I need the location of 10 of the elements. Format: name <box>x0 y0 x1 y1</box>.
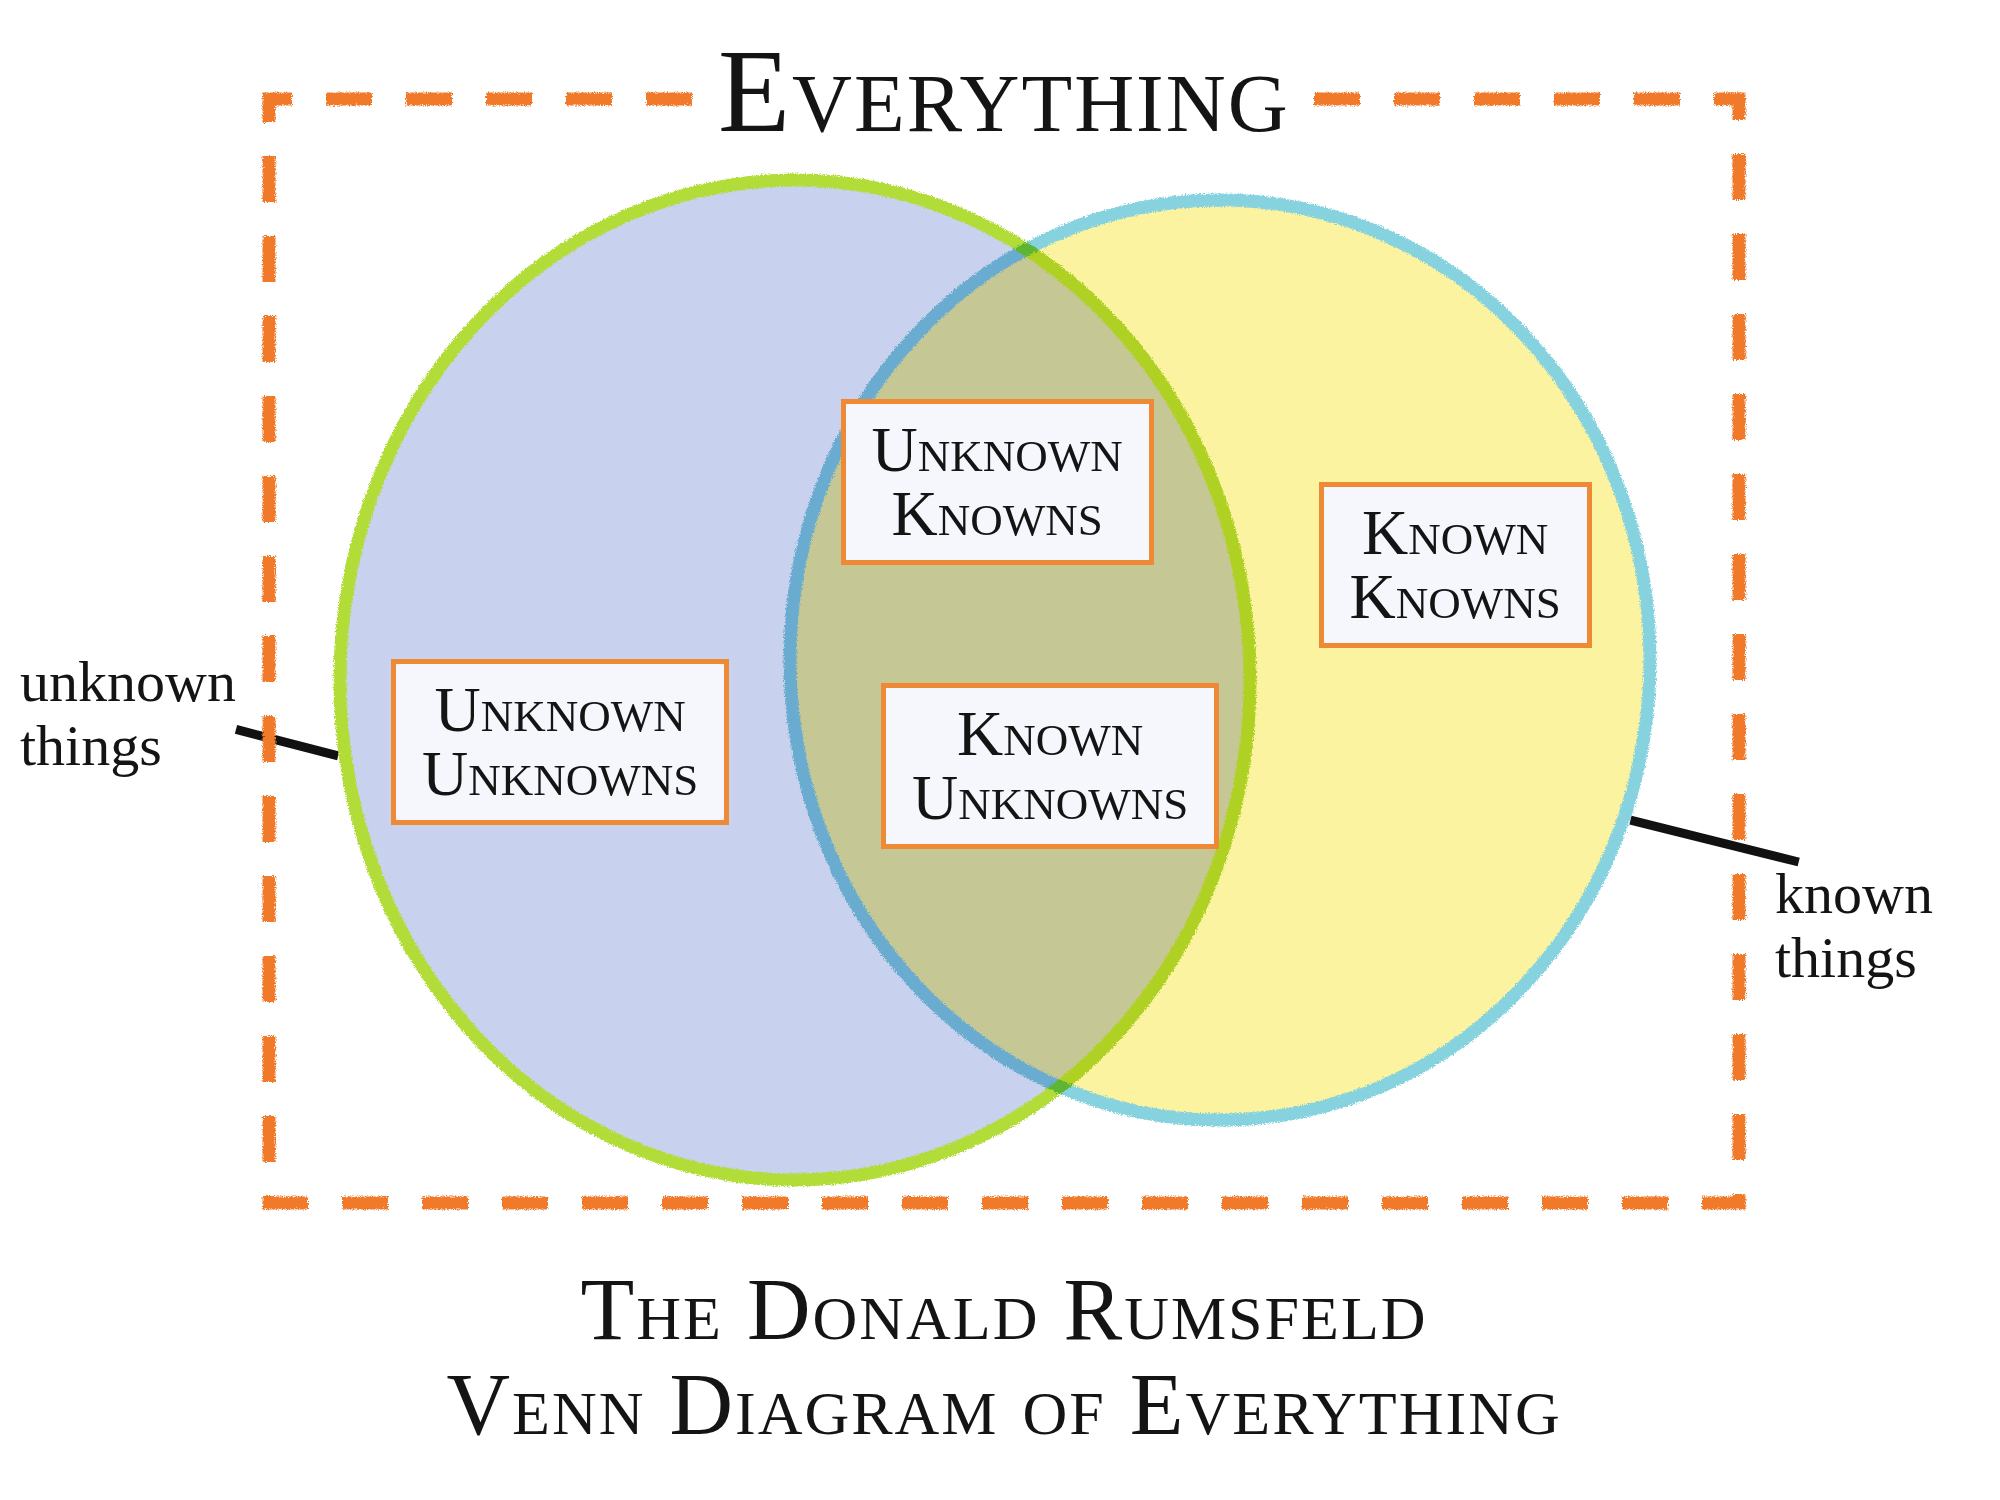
diagram-title: The Donald Rumsfeld Venn Diagram of Everything <box>446 1262 1562 1453</box>
region-label: Unknown Unknowns <box>391 659 730 825</box>
leader-label: unknown things <box>20 650 236 778</box>
leader-label: known things <box>1775 862 1933 990</box>
region-label: Known Knowns <box>1318 482 1592 648</box>
leader-line <box>1629 815 1800 867</box>
region-label: Known Unknowns <box>881 683 1220 849</box>
frame-title: Everything <box>718 33 1290 151</box>
leader-line <box>234 725 340 761</box>
region-label: Unknown Knowns <box>840 399 1154 565</box>
